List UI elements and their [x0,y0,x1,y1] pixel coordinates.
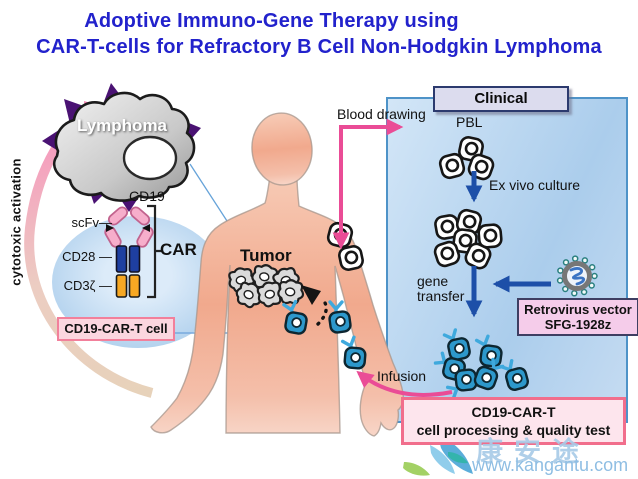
page-title: Adoptive Immuno-Gene Therapy using CAR-T… [0,8,638,60]
retrovirus-box-line2: SFG-1928z [544,317,612,332]
cd28-label: CD28 — [62,249,112,264]
clinical-header: Clinical [433,86,569,112]
title-line-2: CAR-T-cells for Refractory B Cell Non-Ho… [36,36,602,58]
watermark-url-text: www.kangantu.com [472,455,629,475]
cd28-domain [115,245,141,273]
retrovirus-vector-box: Retrovirus vector SFG-1928z [517,298,638,336]
shoulder-blood-cells [325,220,366,273]
cytotoxic-cycle-arrow [24,101,154,398]
body-silhouette [150,112,404,437]
tumor-cells [226,261,306,313]
processing-box-line1: CD19-CAR-T [471,404,556,420]
blood-drawing-label: Blood drawing [337,106,426,122]
cell-processing-box: CD19-CAR-T cell processing & quality tes… [401,397,626,445]
cd19-label: CD19 [129,188,165,204]
scfv-label: scFv— [71,215,112,230]
gene-transfer-line2: transfer [417,288,465,304]
infusion-label: Infusion [377,368,427,384]
cytotoxic-activation-label: cytotoxic activation [8,158,24,286]
tumor-label: Tumor [240,246,292,265]
infused-car-t-cells [282,299,368,371]
gene-transfer-line1: gene [417,273,449,289]
lymphoma-label: Lymphoma [76,116,168,135]
cd3z-label: CD3ζ — [63,278,112,293]
title-line-1: Adoptive Immuno-Gene Therapy using [84,10,459,32]
processing-box-line2: cell processing & quality test [416,422,611,438]
ex-vivo-culture-label: Ex vivo culture [489,177,581,193]
retrovirus-box-line1: Retrovirus vector [524,302,632,317]
attack-dotted-arrow [301,285,328,326]
pbl-label: PBL [456,114,483,130]
cd19-antigen-spikes [42,83,201,212]
cd19-car-t-cell-box: CD19-CAR-T cell [57,317,175,341]
car-label: CAR [160,240,197,259]
lymphoma-cell [42,83,201,212]
gene-transfer-label: gene transfer [417,274,464,304]
cd3z-domain [115,274,141,298]
car-construct [104,204,162,299]
watermark-chinese-text: 康安途 [476,437,590,467]
